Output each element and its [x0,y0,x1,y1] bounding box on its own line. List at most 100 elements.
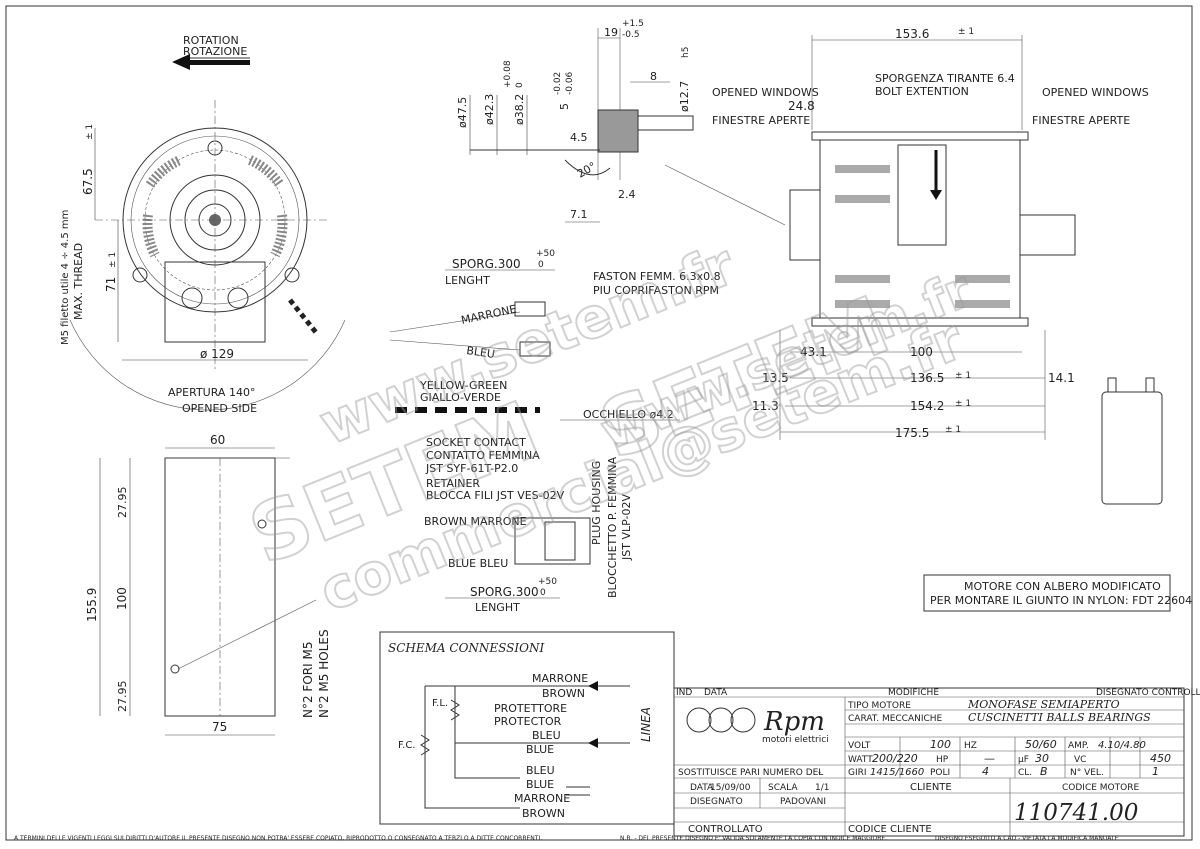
schema-blue: BLUE [526,743,554,756]
faston-line1: FASTON FEMM. 6.3x0.8 [593,270,721,283]
dim-5: 5 [558,103,571,110]
schema-brown: BROWN [542,687,585,700]
wiring-schema: SCHEMA CONNESSIONI MARRONE BROWN F.L. PR… [379,631,675,825]
dim-136-5: 136.5 [910,371,944,385]
thread-note-it: M5 filetto utile 4 ÷ 4.5 mm [60,210,71,345]
svg-text:CODICE CLIENTE: CODICE CLIENTE [848,824,932,835]
dim-38-2: ø38.2 [513,94,526,125]
dim-13-5: 13.5 [762,371,789,385]
poles-value: 4 [982,765,989,778]
opening-en: OPENED SIDE [182,402,257,415]
rotation-it: ROTAZIONE [183,45,247,58]
holes-en: N°2 M5 HOLES [317,629,331,718]
rotation-en: ROTATION [183,34,239,47]
windows-en-right: OPENED WINDOWS [1042,86,1149,99]
drafter-name: PADOVANI [780,797,826,807]
note-line2: PER MONTARE IL GIUNTO IN NYLON: FDT 2260… [930,594,1192,607]
schema-brown2: BROWN [522,807,565,820]
svg-text:± 1: ± 1 [85,124,95,140]
length-bottom: LENGHT [475,601,520,614]
dim-100-side: 100 [910,345,933,359]
schema-linea: LINEA [639,707,653,742]
plug-housing-en: PLUG HOUSING [590,461,603,545]
dim-24-8: 24.8 [788,99,815,113]
svg-text:VOLT: VOLT [848,741,871,751]
side-view: 153.6 ± 1 SPORGENZA TIRANTE 6.4 BOLT EXT… [712,27,1149,440]
hz-value: 50/60 [1025,738,1057,751]
dim-19: 19 [604,26,618,39]
svg-text:AMP.: AMP. [1068,741,1089,751]
note-line1: MOTORE CON ALBERO MODIFICATO [964,580,1161,593]
svg-text:TIPO MOTORE: TIPO MOTORE [847,701,911,711]
schema-protettore: PROTETTORE [494,702,567,715]
length-top: LENGHT [445,274,490,287]
bracket-view: 60 155.9 27.95 100 27.95 75 N°2 FORI M5 … [85,433,331,736]
svg-text:+0.08: +0.08 [503,60,513,88]
drawing-date: 15/09/00 [710,783,751,793]
svg-text:± 1: ± 1 [955,371,971,381]
opening-it: APERTURA 140° [168,386,255,399]
svg-text:± 1: ± 1 [945,425,961,435]
svg-text:0: 0 [540,588,546,598]
uf-value: 30 [1035,752,1049,765]
dim-14-1: 14.1 [1048,371,1075,385]
dim-4-5: 4.5 [570,131,588,144]
svg-text:DISEGNATO: DISEGNATO [690,797,743,807]
rpm-logo: Rpm motori elettrici [686,707,829,745]
svg-text:HP: HP [936,755,949,765]
dim-100-bracket: 100 [115,587,129,610]
capacitor [1101,377,1163,505]
retainer-it: BLOCCA FILI JST VES-02V [426,489,565,502]
note-box: MOTORE CON ALBERO MODIFICATO PER MONTARE… [923,574,1192,612]
dim-11-3: 11.3 [752,399,779,413]
svg-text:+1.5: +1.5 [622,19,644,29]
blue-bleu: BLUE BLEU [448,557,508,570]
svg-text:SOSTITUISCE PARI NUMERO DEL: SOSTITUISCE PARI NUMERO DEL [678,768,823,778]
yellow-green-en: YELLOW-GREEN [419,379,507,392]
svg-text:CODICE MOTORE: CODICE MOTORE [1062,783,1139,793]
vc-value: 450 [1150,752,1171,765]
faston-line2: PIU COPRIFASTON RPM [593,284,719,297]
dim-153-6: 153.6 [895,27,929,41]
dim-12-7: ø12.7 [678,81,691,112]
footer-notes: A TERMINI DELLE VIGENTI LEGGI SUI DIRITT… [14,835,1119,842]
sheet-border [5,5,1193,841]
logo-subtitle: motori elettrici [762,735,829,745]
schema-protector: PROTECTOR [494,715,562,728]
svg-text:DATA: DATA [704,688,728,698]
svg-text:GIRI: GIRI [848,768,867,778]
sporg-top: SPORG.300 [452,257,521,271]
svg-text:h5: h5 [681,47,691,58]
svg-text:± 1: ± 1 [108,252,118,268]
schema-title: SCHEMA CONNESSIONI [388,641,544,655]
dim-175-5: 175.5 [895,426,929,440]
dim-8: 8 [650,70,657,83]
svg-text:DATA: DATA [690,783,714,793]
amp-value: 4.10/4.80 [1098,740,1146,751]
socket-it: CONTATTO FEMMINA [426,449,540,462]
holes-it: N°2 FORI M5 [301,642,315,718]
schema-blue2: BLUE [526,778,554,791]
svg-text:µF: µF [1018,755,1029,765]
volt-value: 100 [930,738,951,751]
wire-bleu: BLEU [466,344,496,361]
yellow-green-it: GIALLO-VERDE [420,391,501,404]
svg-text:-0.02: -0.02 [553,72,563,95]
svg-text:N° VEL.: N° VEL. [1070,768,1104,778]
watt-value: 200/220 [872,752,918,765]
dim-71: 71 [104,277,118,292]
motor-code: 110741.00 [1014,800,1138,826]
shaft-detail: 19 +1.5 -0.5 8 ø12.7 h5 ø47.5 ø42.3 ø38.… [456,19,786,226]
rotation-arrow-icon [172,54,190,70]
dim-155-9: 155.9 [85,588,99,622]
svg-text:DISEGNATO CONTROLLATO: DISEGNATO CONTROLLATO [1096,688,1200,698]
front-view: ROTATION ROTAZIONE M5 filetto utile 4 ÷ … [60,34,346,415]
brown-marrone: BROWN MARRONE [424,515,527,528]
bearing-type: CUSCINETTI BALLS BEARINGS [968,711,1151,724]
svg-text:CONTROLLATO: CONTROLLATO [688,824,763,835]
dim-60: 60 [210,433,225,447]
schema-marrone: MARRONE [532,672,588,685]
dim-47-5: ø47.5 [456,97,469,128]
title-block: IND DATA MODIFICHE DISEGNATO CONTROLLATO… [673,687,1200,837]
dim-2-4: 2.4 [618,188,636,201]
